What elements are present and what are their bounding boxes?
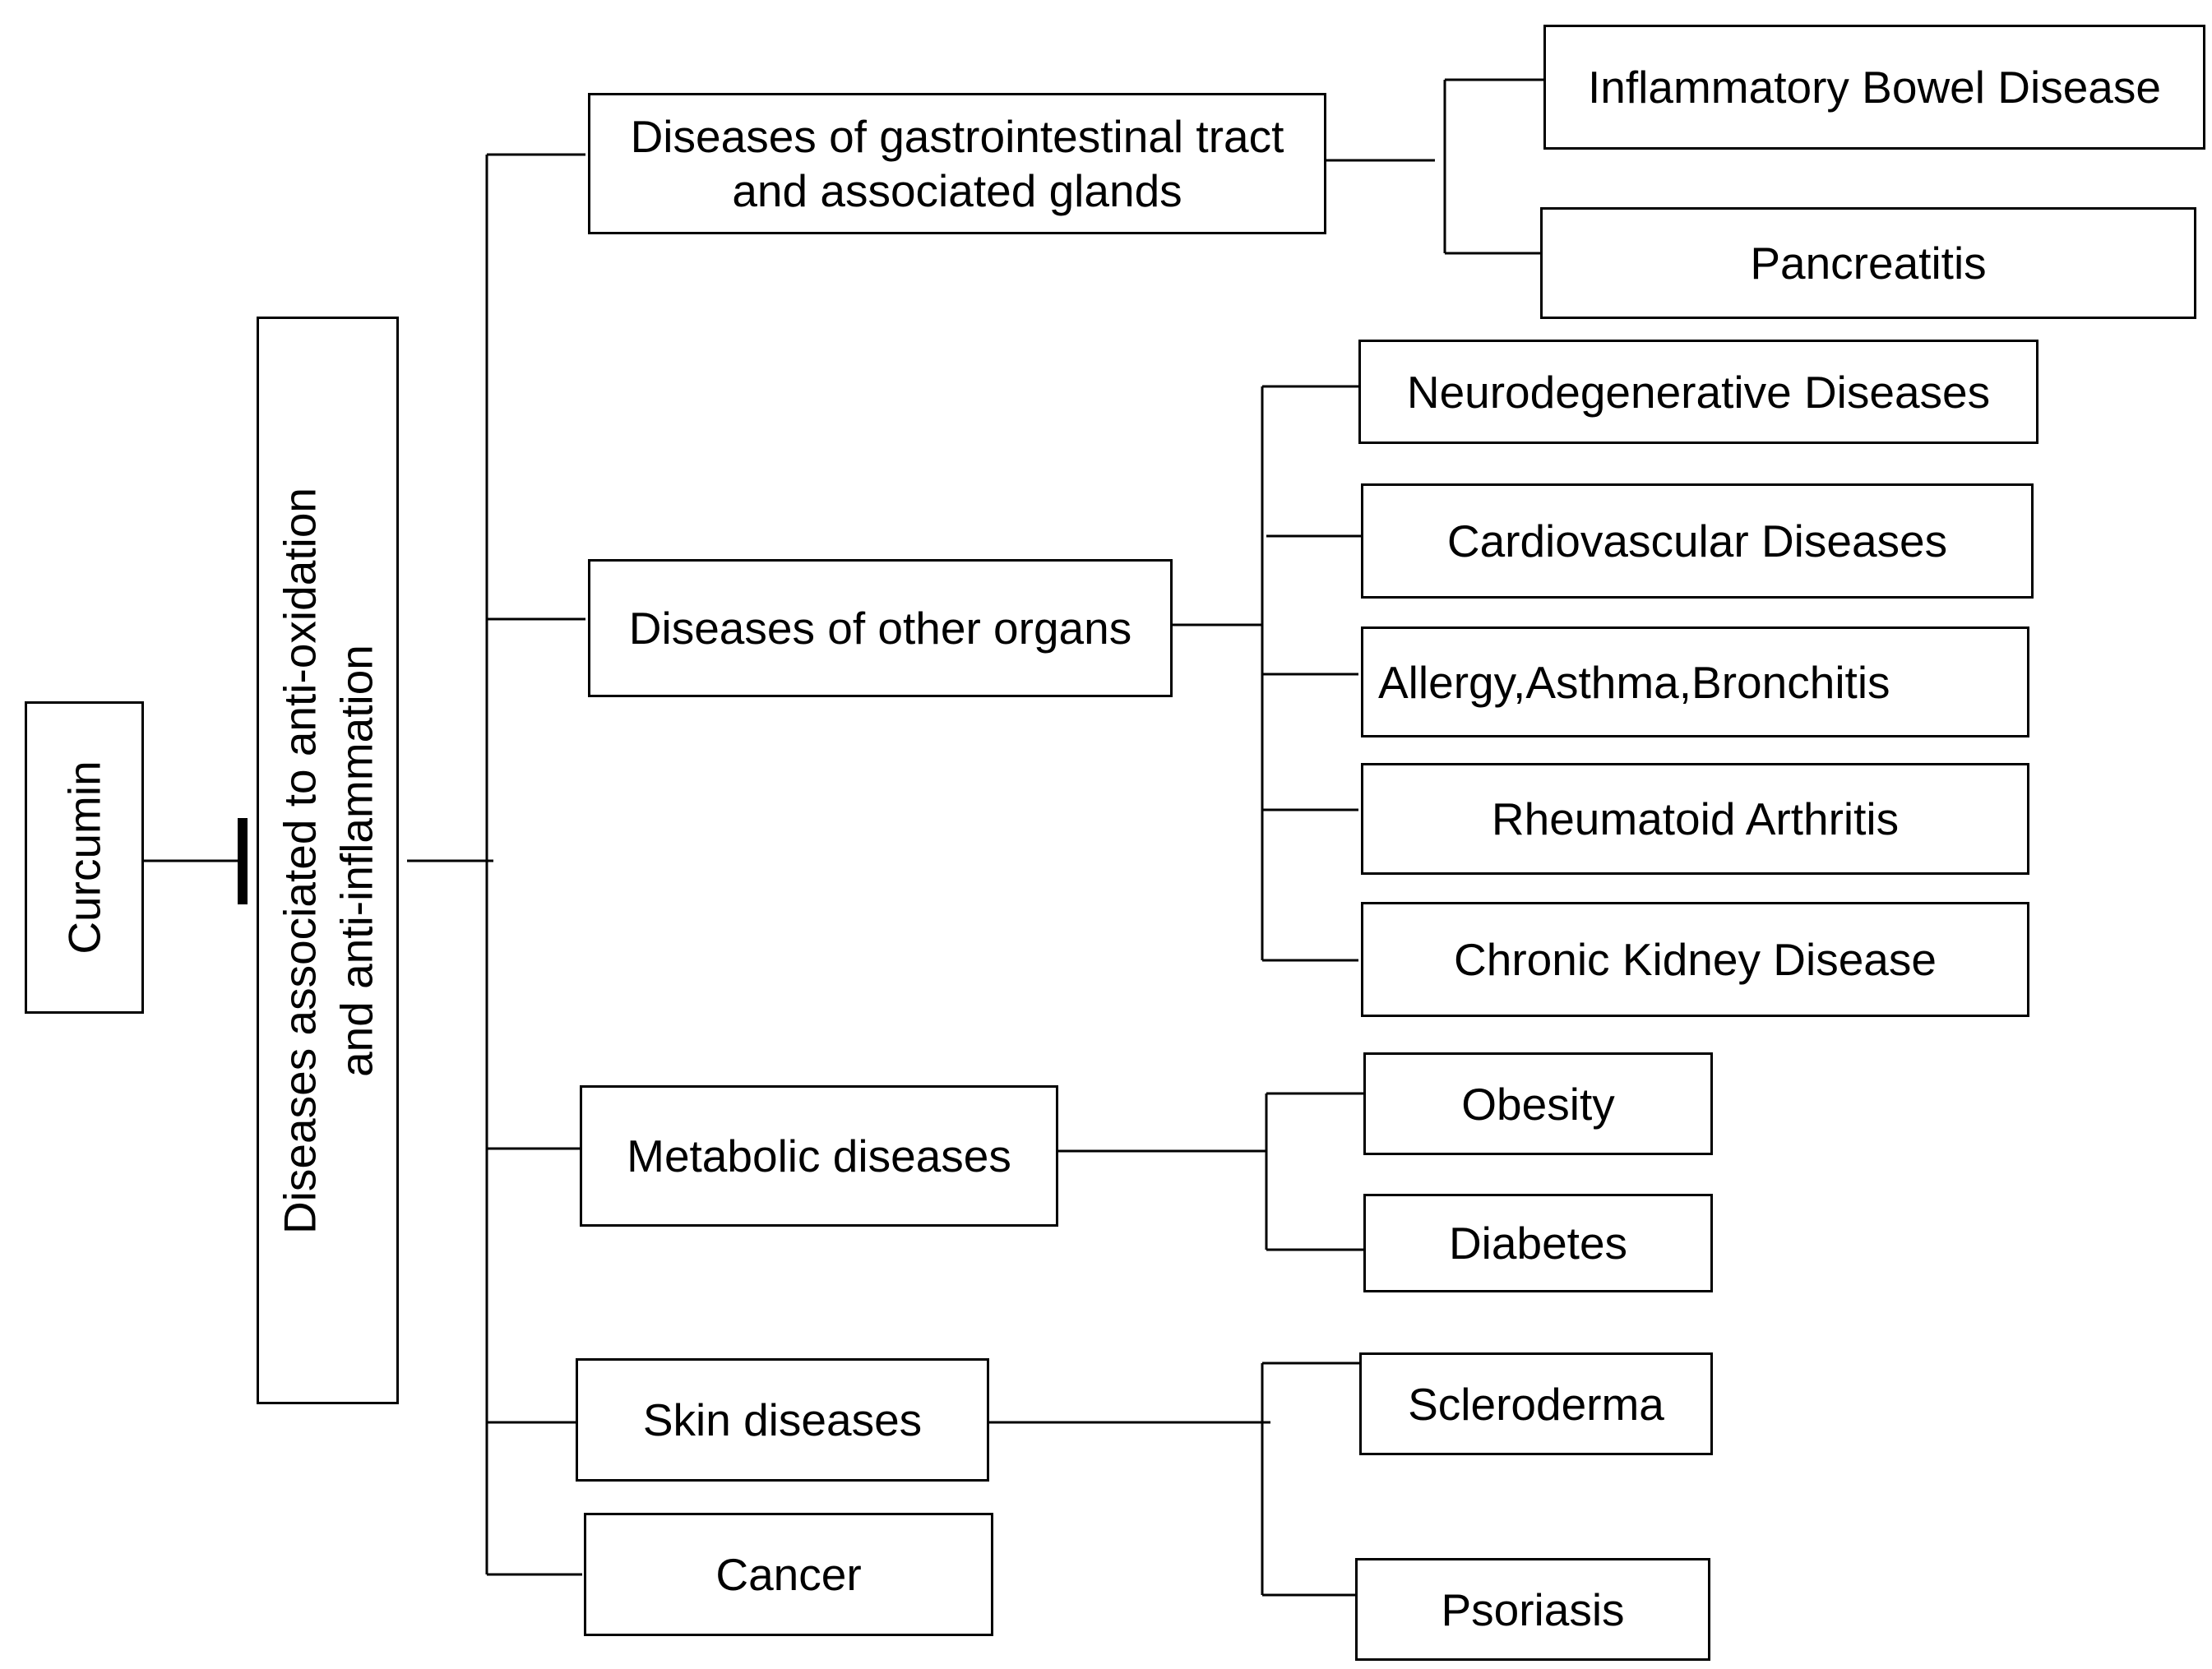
target-label-line2: and anti-inflammation — [330, 644, 382, 1077]
disease-psoriasis-label: Psoriasis — [1441, 1583, 1625, 1635]
disease-obesity-label: Obesity — [1461, 1078, 1615, 1130]
category-metabolic-label: Metabolic diseases — [627, 1130, 1011, 1181]
disease-psoriasis-box: Psoriasis — [1355, 1558, 1710, 1661]
target-box: Diseases associated to anti-oxidation an… — [257, 317, 399, 1404]
disease-ibd-box: Inflammatory Bowel Disease — [1543, 25, 2205, 150]
disease-pancreatitis-box: Pancreatitis — [1540, 207, 2196, 319]
category-cancer-label: Cancer — [715, 1549, 862, 1600]
disease-allergy-box: Allergy,Asthma,Bronchitis — [1361, 626, 2029, 737]
disease-neuro-label: Neurodegenerative Diseases — [1406, 366, 1991, 418]
disease-scleroderma-box: Scleroderma — [1359, 1352, 1713, 1455]
disease-neuro-box: Neurodegenerative Diseases — [1358, 340, 2038, 444]
disease-diabetes-box: Diabetes — [1363, 1194, 1713, 1292]
category-skin-label: Skin diseases — [642, 1394, 923, 1445]
category-skin-box: Skin diseases — [576, 1358, 989, 1482]
disease-obesity-box: Obesity — [1363, 1052, 1713, 1155]
curcumin-box: Curcumin — [25, 701, 144, 1014]
disease-diabetes-label: Diabetes — [1448, 1218, 1628, 1269]
disease-allergy-label: Allergy,Asthma,Bronchitis — [1378, 656, 1890, 708]
target-label-line1: Diseases associated to anti-oxidation — [273, 487, 325, 1234]
category-metabolic-box: Metabolic diseases — [580, 1085, 1058, 1227]
disease-rheum-box: Rheumatoid Arthritis — [1361, 763, 2029, 875]
target-label: Diseases associated to anti-oxidation an… — [271, 487, 385, 1233]
disease-ibd-label: Inflammatory Bowel Disease — [1588, 62, 2161, 113]
disease-cardio-box: Cardiovascular Diseases — [1361, 483, 2034, 599]
category-other-label: Diseases of other organs — [628, 603, 1132, 654]
disease-pancreatitis-label: Pancreatitis — [1750, 238, 1987, 289]
category-gi-box: Diseases of gastrointestinal tract and a… — [588, 93, 1326, 234]
disease-ckd-label: Chronic Kidney Disease — [1454, 934, 1937, 985]
category-gi-line2: and associated glands — [732, 165, 1182, 216]
category-gi-line1: Diseases of gastrointestinal tract — [630, 111, 1284, 162]
disease-rheum-label: Rheumatoid Arthritis — [1491, 793, 1900, 844]
disease-cardio-label: Cardiovascular Diseases — [1446, 515, 1948, 566]
curcumin-label: Curcumin — [58, 761, 110, 955]
category-cancer-box: Cancer — [584, 1513, 993, 1636]
disease-scleroderma-label: Scleroderma — [1408, 1378, 1664, 1430]
disease-ckd-box: Chronic Kidney Disease — [1361, 902, 2029, 1017]
category-other-box: Diseases of other organs — [588, 559, 1173, 697]
